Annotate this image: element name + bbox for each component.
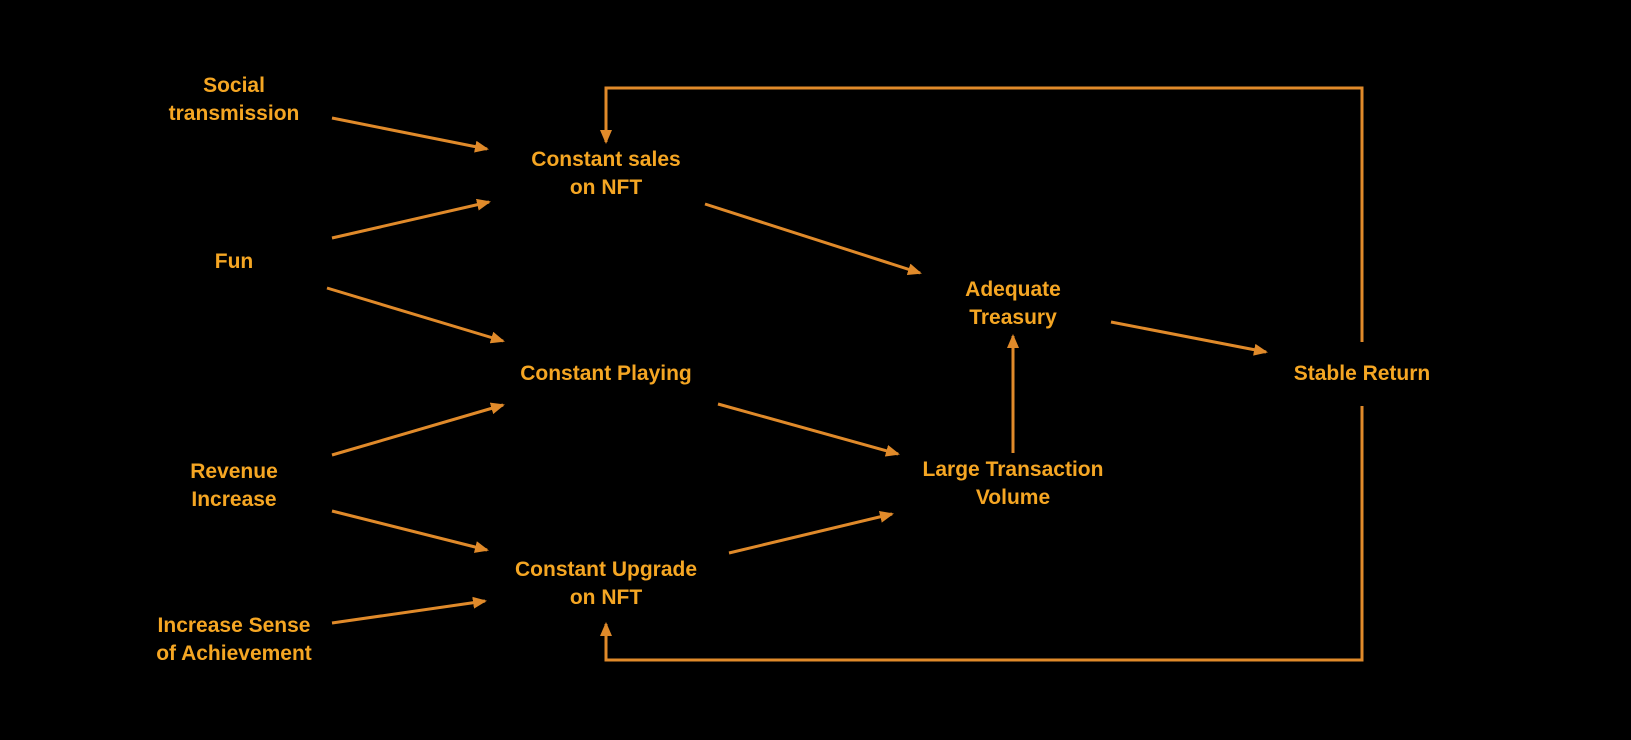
- node-treasury-line-2: Treasury: [969, 306, 1057, 329]
- node-constant-upgrade-on-nft: Constant Upgrade on NFT: [515, 556, 697, 612]
- node-adequate-treasury: Adequate Treasury: [965, 276, 1061, 332]
- arrow-fun-to-playing: [326, 286, 505, 344]
- arrow-fun-to-sales: [331, 198, 491, 240]
- node-treasury-line-1: Adequate: [965, 278, 1061, 301]
- arrow-sales-to-treasury: [704, 202, 922, 276]
- arrow-treasury-to-stable: [1110, 320, 1268, 356]
- node-fun-line-1: Fun: [214, 250, 254, 273]
- node-revenue-line-1: Revenue: [190, 460, 278, 483]
- node-revenue-line-2: Increase: [191, 488, 277, 511]
- arrow-playing-to-volume: [717, 402, 900, 457]
- node-social-transmission: Social transmission: [169, 72, 300, 128]
- node-social-line-2: transmission: [168, 102, 300, 125]
- arrow-social-to-sales: [331, 116, 489, 153]
- node-revenue-increase: Revenue Increase: [190, 458, 278, 514]
- node-volume-line-2: Volume: [975, 486, 1051, 509]
- node-upgrade-line-1: Constant Upgrade: [514, 558, 698, 581]
- node-fun: Fun: [215, 248, 253, 276]
- node-playing-line-1: Constant Playing: [520, 362, 692, 385]
- node-achievement-line-2: of Achievement: [156, 642, 312, 665]
- arrow-upgrade-to-volume: [728, 510, 894, 555]
- arrow-stable-to-upgrade: [600, 406, 1364, 662]
- node-achievement-line-1: Increase Sense: [157, 614, 311, 637]
- node-volume-line-1: Large Transaction: [922, 458, 1104, 481]
- arrow-achievement-to-upgrade: [331, 596, 487, 625]
- node-upgrade-line-2: on NFT: [569, 586, 643, 609]
- node-increase-sense-of-achievement: Increase Sense of Achievement: [156, 612, 312, 668]
- node-large-transaction-volume: Large Transaction Volume: [923, 456, 1104, 512]
- arrow-stable-to-sales: [600, 86, 1364, 342]
- arrow-revenue-to-upgrade: [331, 509, 489, 553]
- node-sales-line-1: Constant sales: [531, 148, 681, 171]
- arrow-revenue-to-playing: [331, 402, 505, 457]
- node-stable-return: Stable Return: [1294, 360, 1431, 388]
- node-sales-line-2: on NFT: [569, 176, 643, 199]
- node-constant-playing: Constant Playing: [520, 360, 692, 388]
- node-constant-sales-on-nft: Constant sales on NFT: [531, 146, 680, 202]
- node-stable-line-1: Stable Return: [1293, 362, 1431, 385]
- node-social-line-1: Social: [203, 74, 265, 97]
